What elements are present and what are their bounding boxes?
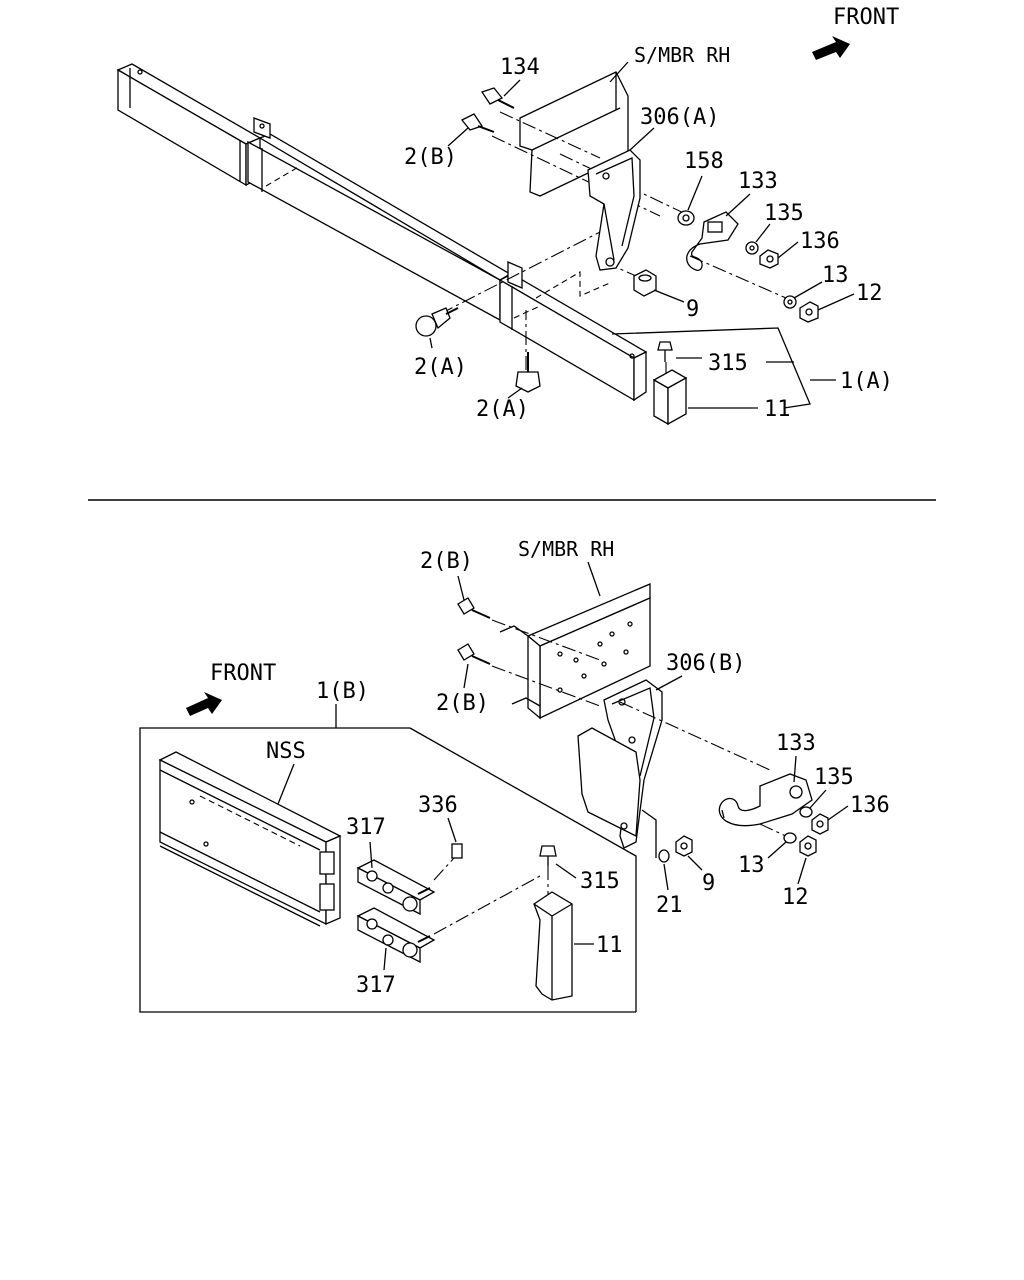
- bolt-134: [480, 87, 515, 109]
- label-315: 315: [708, 351, 748, 376]
- top-diagram: FRONT: [116, 5, 899, 426]
- front-arrow-icon: [812, 36, 850, 60]
- washer-135-bottom: [799, 806, 813, 818]
- label-9-bottom: 9: [702, 871, 715, 896]
- nut-12-bottom: [799, 835, 817, 857]
- label-9: 9: [686, 297, 699, 322]
- bottom-diagram: 2(B) S/MBR RH: [139, 537, 890, 1013]
- label-2b: 2(B): [404, 145, 457, 170]
- label-135-bottom: 135: [814, 765, 854, 790]
- label-136: 136: [800, 229, 840, 254]
- nut-136: [759, 249, 779, 269]
- label-2b-2: 2(B): [436, 691, 489, 716]
- label-11-bottom: 11: [596, 933, 623, 958]
- label-317-lower: 317: [356, 973, 396, 998]
- label-13: 13: [822, 263, 849, 288]
- nut-136-bottom: [811, 813, 829, 835]
- label-315-bottom: 315: [580, 869, 620, 894]
- label-1b: 1(B): [316, 679, 369, 704]
- smbr-label-bottom: S/MBR RH: [518, 537, 614, 561]
- label-158: 158: [684, 149, 724, 174]
- bolt-2a-horizontal: [415, 307, 459, 337]
- label-21: 21: [656, 893, 683, 918]
- label-11: 11: [764, 397, 791, 422]
- rubber-block-11-bottom: [533, 891, 573, 1001]
- pin-336: [451, 843, 463, 859]
- bolt-2a-vertical: [515, 352, 541, 393]
- front-label: FRONT: [833, 5, 899, 30]
- pin-315-bottom: [539, 845, 557, 866]
- rubber-block-11: [652, 369, 688, 426]
- nss-rail: [158, 751, 342, 927]
- clamp-plate-317-upper: [356, 859, 436, 916]
- bracket-306b: [577, 679, 663, 849]
- front-label-bottom: FRONT: [210, 661, 276, 686]
- washer-158: [677, 210, 695, 226]
- nut-9: [633, 269, 657, 297]
- bolt-2b-upper: [457, 597, 491, 619]
- label-317-upper: 317: [346, 815, 386, 840]
- label-306b: 306(B): [666, 651, 745, 676]
- pin-315: [657, 341, 673, 362]
- washer-13: [783, 295, 797, 309]
- label-135: 135: [764, 201, 804, 226]
- front-arrow-icon-bottom: [186, 692, 222, 716]
- label-1a: 1(A): [840, 369, 893, 394]
- washer-13-bottom: [783, 832, 797, 844]
- washer-135: [745, 241, 759, 255]
- label-306a: 306(A): [640, 105, 719, 130]
- tow-hook-133-bottom: [718, 773, 813, 827]
- bracket-306a: [587, 149, 641, 271]
- frame-side-member: [116, 63, 648, 402]
- tow-hook-133: [686, 211, 739, 271]
- inset-frame: [139, 727, 636, 1013]
- label-133-bottom: 133: [776, 731, 816, 756]
- label-12-bottom: 12: [782, 885, 809, 910]
- label-2a-2: 2(A): [476, 397, 529, 422]
- label-13-bottom: 13: [738, 853, 765, 878]
- clamp-plate-317-lower: [356, 907, 436, 964]
- washer-21: [658, 849, 670, 863]
- label-2b-1: 2(B): [420, 549, 473, 574]
- nut-9-bottom: [675, 835, 693, 857]
- label-136-bottom: 136: [850, 793, 890, 818]
- nut-12: [799, 301, 819, 323]
- label-nss: NSS: [266, 739, 306, 764]
- bolt-2b-lower: [457, 643, 491, 665]
- label-2a-1: 2(A): [414, 355, 467, 380]
- label-336: 336: [418, 793, 458, 818]
- label-133: 133: [738, 169, 778, 194]
- bolt-2b: [460, 113, 495, 133]
- label-134: 134: [500, 55, 540, 80]
- label-12: 12: [856, 281, 883, 306]
- smbr-label: S/MBR RH: [634, 43, 730, 67]
